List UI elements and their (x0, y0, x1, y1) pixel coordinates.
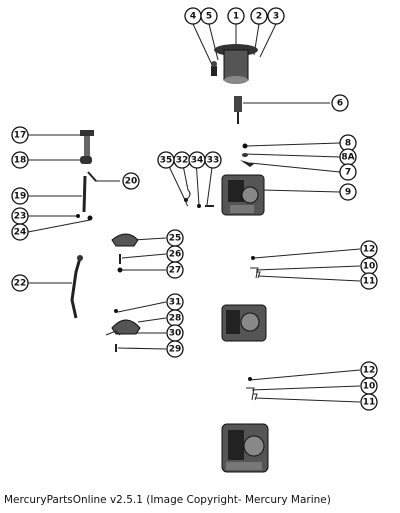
callout-label-11: 11 (363, 277, 376, 287)
callout-label-30: 30 (169, 329, 182, 339)
callout-label-6: 6 (337, 99, 343, 109)
callout-circle-20 (122, 172, 140, 190)
callout-circle-19 (11, 187, 29, 205)
callout-circle-1 (227, 7, 245, 25)
callout-circle-22 (11, 274, 29, 292)
callout-label-25: 25 (169, 234, 182, 244)
carburetor-cover-part (211, 44, 258, 84)
callout-label-29: 29 (169, 345, 182, 355)
callout-label-26: 26 (169, 250, 182, 260)
carburetor-lower-part (221, 423, 269, 473)
callout-circle-6 (331, 94, 349, 112)
callout-circle-29 (166, 340, 184, 358)
callout-label-8: 8 (345, 139, 351, 149)
callout-label-10: 10 (363, 382, 376, 392)
float-arm-part (246, 377, 258, 401)
callout-circle-11 (360, 393, 378, 411)
callout-circle-24 (11, 223, 29, 241)
callout-label-3: 3 (273, 12, 279, 22)
carburetor-middle-part (221, 256, 267, 342)
callout-label-19: 19 (14, 192, 27, 202)
float-part (105, 233, 141, 352)
callout-label-23: 23 (14, 212, 27, 222)
carburetor-upper-part (221, 143, 265, 216)
linkage-rod-part (70, 255, 83, 319)
callout-label-31: 31 (169, 298, 182, 308)
callout-circle-7 (339, 163, 357, 181)
callout-label-11: 11 (363, 398, 376, 408)
callout-label-1: 1 (233, 12, 239, 22)
callout-circle-17 (11, 126, 29, 144)
callout-label-9: 9 (345, 188, 351, 198)
callout-label-17: 17 (14, 131, 27, 141)
callout-label-7: 7 (345, 168, 351, 178)
fuel-tube-part (234, 96, 242, 124)
callout-label-10: 10 (363, 262, 376, 272)
callout-circle-11 (360, 272, 378, 290)
callout-circle-33 (204, 151, 222, 169)
callout-circle-9 (339, 183, 357, 201)
callout-circle-12 (360, 240, 378, 258)
throttle-shaft-part (76, 130, 97, 221)
callout-label-20: 20 (125, 177, 138, 187)
callout-label-2: 2 (256, 12, 262, 22)
callout-label-8a: 8A (341, 153, 354, 163)
callout-label-12: 12 (363, 366, 376, 376)
callout-label-18: 18 (14, 156, 27, 166)
callout-circle-5 (200, 7, 218, 25)
callout-label-5: 5 (206, 12, 212, 22)
callout-circle-27 (166, 261, 184, 279)
callout-label-35: 35 (160, 156, 173, 166)
callout-label-27: 27 (169, 266, 182, 276)
callout-circle-3 (267, 7, 285, 25)
callout-circle-18 (11, 151, 29, 169)
callout-label-24: 24 (14, 228, 27, 238)
callout-label-12: 12 (363, 245, 376, 255)
callout-circle-2 (250, 7, 268, 25)
callout-label-4: 4 (190, 12, 196, 22)
callout-label-32: 32 (176, 156, 189, 166)
callout-label-34: 34 (191, 156, 204, 166)
copyright-caption: MercuryPartsOnline v2.5.1 (Image Copyrig… (4, 494, 331, 506)
callout-label-28: 28 (169, 314, 182, 324)
spring-part (184, 189, 214, 208)
callout-label-22: 22 (14, 279, 27, 289)
callout-label-33: 33 (207, 156, 220, 166)
